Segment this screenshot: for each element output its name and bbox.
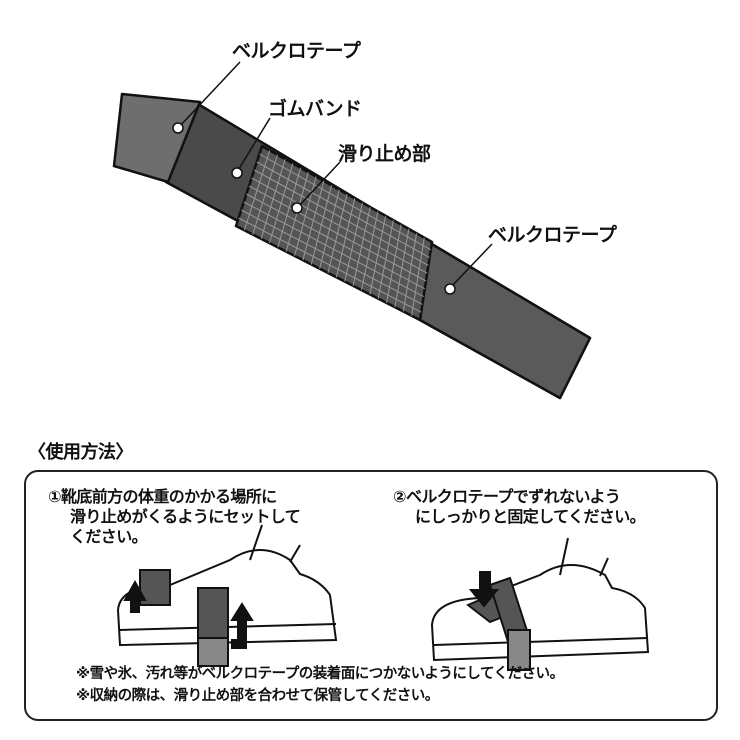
step1-line: ください。 [70,527,148,546]
shoe-step1-illustration [116,524,338,667]
step1-text: ①靴底前方の体重のかかる場所に 滑り止めがくるようにセットして ください。 [48,487,301,547]
label-grip: 滑り止め部 [338,143,431,165]
step1-line: ①靴底前方の体重のかかる場所に [48,487,277,506]
arrow-up-icon [123,579,147,613]
step2-line: にしっかりと固定してください。 [415,507,646,526]
label-velcro-tape-left: ベルクロテープ [232,40,361,62]
step2-line: ②ベルクロテープでずれないよう [393,487,621,506]
note-1: ※雪や氷、汚れ等がベルクロテープの装着面につかないようにしてください。 [76,666,564,682]
pointer-dot [172,122,184,134]
arrow-up-icon [230,602,254,649]
usage-heading: 〈使用方法〉 [28,442,134,463]
velcro-right-piece [418,241,592,400]
grip-strip [507,629,531,671]
label-velcro-tape-right: ベルクロテープ [488,224,617,246]
step1-line: 滑り止めがくるようにセットして [70,507,301,526]
label-rubber-band: ゴムバンド [268,98,362,120]
pointer-dot [291,202,303,214]
velcro-left-piece [112,92,202,184]
pointer-dot [231,167,243,179]
shoe-step2-illustration [430,537,650,671]
pointer-dot [444,283,456,295]
grip-strip [197,637,229,667]
step2-text: ②ベルクロテープでずれないよう にしっかりと固定してください。 [393,487,646,527]
note-2: ※収納の際は、滑り止め部を合わせて保管してください。 [76,688,439,704]
usage-box [24,470,718,721]
arrow-down-icon [468,571,500,608]
